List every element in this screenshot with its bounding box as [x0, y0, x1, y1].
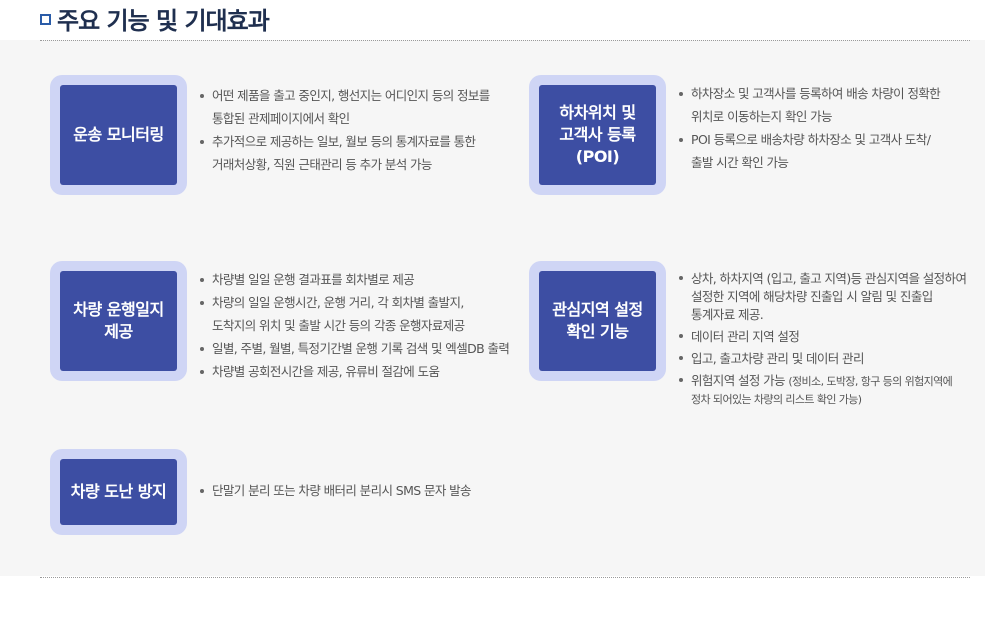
feature-title: 차량 도난 방지	[60, 459, 177, 525]
feature-title-line: 운송 모니터링	[73, 125, 164, 144]
list-item: 추가적으로 제공하는 일보, 월보 등의 통계자료를 통한 거래처상황, 직원 …	[198, 130, 518, 176]
bullet-text: 추가적으로 제공하는 일보, 월보 등의 통계자료를 통한	[212, 134, 476, 149]
square-bullet-icon	[40, 13, 51, 25]
feature-title-line: 하차위치 및	[559, 103, 636, 122]
section-header: 주요 기능 및 기대효과	[40, 0, 270, 36]
feature-title-line: 제공	[104, 322, 133, 341]
list-item: 단말기 분리 또는 차량 배터리 분리시 SMS 문자 발송	[198, 479, 518, 502]
bullet-note-cont: 정차 되어있는 차량의 리스트 확인 가능)	[691, 393, 862, 406]
feature-title-line: 고객사 등록	[559, 125, 636, 144]
feature-bullets-area-of-interest: 상차, 하차지역 (입고, 출고 지역)등 관심지역을 설정하여 설정한 지역에…	[677, 268, 982, 411]
list-item: 데이터 관리 지역 설정	[677, 326, 982, 348]
feature-title: 운송 모니터링	[60, 85, 177, 185]
list-item: 차량별 공회전시간을 제공, 유류비 절감에 도움	[198, 360, 523, 383]
bullet-text: 입고, 출고차량 관리 및 데이터 관리	[691, 351, 864, 366]
feature-title-line: (POI)	[575, 147, 620, 166]
feature-title: 하차위치 및 고객사 등록 (POI)	[539, 85, 656, 185]
bullet-text: 차량별 일일 운행 결과표를 회차별로 제공	[212, 272, 415, 287]
feature-title-line: 차량 도난 방지	[70, 482, 167, 501]
list-item: 상차, 하차지역 (입고, 출고 지역)등 관심지역을 설정하여 설정한 지역에…	[677, 268, 982, 326]
top-divider	[40, 40, 970, 41]
bullet-text-cont: 출발 시간 확인 가능	[691, 155, 789, 170]
section-title: 주요 기능 및 기대효과	[57, 6, 270, 35]
feature-card-area-of-interest: 관심지역 설정 확인 기능	[529, 261, 666, 381]
bottom-divider	[40, 577, 970, 578]
bullet-text: 어떤 제품을 출고 중인지, 행선지는 어디인지 등의 정보를	[212, 88, 490, 103]
list-item: 일별, 주별, 월별, 특정기간별 운행 기록 검색 및 엑셀DB 출력	[198, 337, 523, 360]
feature-card-transport-monitoring: 운송 모니터링	[50, 75, 187, 195]
bullet-text: 단말기 분리 또는 차량 배터리 분리시 SMS 문자 발송	[212, 483, 472, 498]
bullet-text: 하차장소 및 고객사를 등록하여 배송 차량이 정확한	[691, 86, 941, 101]
bullet-text-cont: 위치로 이동하는지 확인 가능	[691, 109, 833, 124]
list-item: 어떤 제품을 출고 중인지, 행선지는 어디인지 등의 정보를 통합된 관제페이…	[198, 84, 518, 130]
bullet-text: 위험지역 설정 가능	[691, 373, 786, 388]
bullet-note: (정비소, 도박장, 항구 등의 위험지역에	[788, 375, 953, 388]
bullet-text-cont: 설정한 지역에 해당차량 진출입 시 알림 및 진출입	[691, 289, 933, 304]
list-item: 입고, 출고차량 관리 및 데이터 관리	[677, 348, 982, 370]
feature-card-driving-log: 차량 운행일지 제공	[50, 261, 187, 381]
feature-title-line: 확인 기능	[566, 322, 629, 341]
bullet-text-cont: 거래처상황, 직원 근태관리 등 추가 분석 가능	[212, 157, 432, 172]
list-item: 차량별 일일 운행 결과표를 회차별로 제공	[198, 268, 523, 291]
bullet-text-cont: 도착지의 위치 및 출발 시간 등의 각종 운행자료제공	[212, 318, 465, 333]
feature-bullets-poi: 하차장소 및 고객사를 등록하여 배송 차량이 정확한 위치로 이동하는지 확인…	[677, 82, 977, 174]
feature-title: 관심지역 설정 확인 기능	[539, 271, 656, 371]
bullet-text-cont: 통합된 관제페이지에서 확인	[212, 111, 350, 126]
list-item: 위험지역 설정 가능 (정비소, 도박장, 항구 등의 위험지역에 정차 되어있…	[677, 370, 982, 411]
bullet-text: 차량별 공회전시간을 제공, 유류비 절감에 도움	[212, 364, 440, 379]
bullet-text: POI 등록으로 배송차량 하차장소 및 고객사 도착/	[691, 132, 931, 147]
bullet-text: 일별, 주별, 월별, 특정기간별 운행 기록 검색 및 엑셀DB 출력	[212, 341, 510, 356]
feature-title-line: 차량 운행일지	[73, 300, 164, 319]
feature-bullets-anti-theft: 단말기 분리 또는 차량 배터리 분리시 SMS 문자 발송	[198, 479, 518, 502]
bullet-text-cont: 통계자료 제공.	[691, 307, 764, 322]
feature-title: 차량 운행일지 제공	[60, 271, 177, 371]
list-item: 차량의 일일 운행시간, 운행 거리, 각 회차별 출발지, 도착지의 위치 및…	[198, 291, 523, 337]
feature-card-poi: 하차위치 및 고객사 등록 (POI)	[529, 75, 666, 195]
bullet-text: 데이터 관리 지역 설정	[691, 329, 800, 344]
bullet-text: 차량의 일일 운행시간, 운행 거리, 각 회차별 출발지,	[212, 295, 464, 310]
list-item: POI 등록으로 배송차량 하차장소 및 고객사 도착/ 출발 시간 확인 가능	[677, 128, 977, 174]
bullet-text: 상차, 하차지역 (입고, 출고 지역)등 관심지역을 설정하여	[691, 271, 967, 286]
list-item: 하차장소 및 고객사를 등록하여 배송 차량이 정확한 위치로 이동하는지 확인…	[677, 82, 977, 128]
feature-bullets-driving-log: 차량별 일일 운행 결과표를 회차별로 제공 차량의 일일 운행시간, 운행 거…	[198, 268, 523, 383]
feature-title-line: 관심지역 설정	[552, 300, 643, 319]
feature-bullets-transport-monitoring: 어떤 제품을 출고 중인지, 행선지는 어디인지 등의 정보를 통합된 관제페이…	[198, 84, 518, 176]
feature-card-anti-theft: 차량 도난 방지	[50, 449, 187, 535]
